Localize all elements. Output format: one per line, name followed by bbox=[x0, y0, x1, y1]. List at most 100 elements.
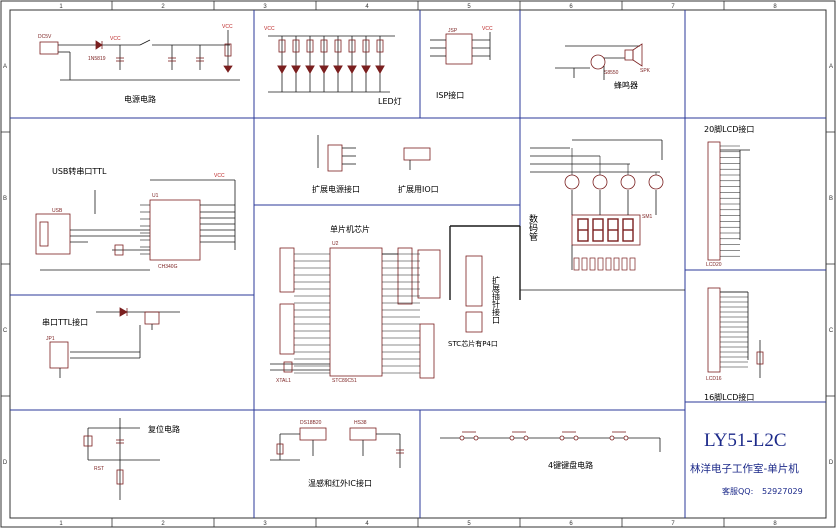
ext-power-title: 扩展电源接口 bbox=[312, 184, 360, 194]
border-col-label: 7 bbox=[671, 4, 675, 10]
led-diode bbox=[375, 65, 385, 75]
key-contact bbox=[609, 435, 615, 441]
led-resistor bbox=[292, 39, 300, 53]
hs38-label: HS38 bbox=[354, 420, 367, 426]
power-circuit-title: 电源电路 bbox=[124, 94, 156, 104]
reset-title: 复位电路 bbox=[148, 424, 180, 434]
digit-resistor bbox=[589, 257, 596, 271]
title-qq-number: 52927029 bbox=[762, 487, 803, 496]
lcd20-title: 20脚LCD接口 bbox=[704, 124, 754, 134]
led-vcc-label: VCC bbox=[264, 26, 275, 32]
usb-ttl-title: USB转串口TTL bbox=[52, 166, 107, 176]
mcu-xtal-label: XTAL1 bbox=[276, 378, 291, 384]
led-resistor bbox=[362, 39, 370, 53]
border-row-label: C bbox=[3, 328, 8, 334]
led-diode bbox=[319, 65, 329, 75]
border-col-label: 2 bbox=[161, 4, 165, 10]
temp-ir-title: 温感和红外IC接口 bbox=[308, 478, 372, 488]
usb-ttl-circuit bbox=[35, 179, 236, 271]
serial-jp1-label: JP1 bbox=[46, 336, 55, 342]
led-diode bbox=[361, 65, 371, 75]
title-qq-label: 客服QQ: bbox=[722, 486, 753, 496]
digit-ref-label: SM1 bbox=[642, 214, 653, 220]
border-row-label: A bbox=[3, 64, 7, 70]
border-col-label: 3 bbox=[263, 4, 267, 10]
lcd16-title: 16脚LCD接口 bbox=[704, 392, 754, 402]
border-col-label: 1 bbox=[59, 521, 63, 527]
key-contact bbox=[459, 435, 465, 441]
ext-io-title: 扩展用IO口 bbox=[398, 184, 439, 194]
digit-transistor bbox=[592, 174, 608, 190]
key-contact bbox=[623, 435, 629, 441]
key-switches bbox=[459, 431, 629, 441]
power-circuit bbox=[39, 30, 240, 81]
digit-transistor bbox=[620, 174, 636, 190]
digit-circuit bbox=[449, 139, 685, 300]
isp-title: ISP接口 bbox=[436, 90, 464, 100]
led-diode bbox=[305, 65, 315, 75]
digit-resistor bbox=[613, 257, 620, 271]
lcd16-pins bbox=[720, 291, 748, 368]
digit-transistor bbox=[564, 174, 580, 190]
border-col-label: 5 bbox=[467, 4, 471, 10]
key-contact bbox=[573, 435, 579, 441]
digit-resistor bbox=[573, 257, 580, 271]
led-diode bbox=[291, 65, 301, 75]
digit-transistor bbox=[648, 174, 664, 190]
buzzer-circuit bbox=[555, 43, 643, 80]
mcu-chip-label: STC89C51 bbox=[332, 378, 357, 384]
border-row-label: C bbox=[829, 328, 834, 334]
title-model: LY51-L2C bbox=[704, 430, 787, 451]
lcd16-circuit bbox=[707, 287, 764, 378]
ext-pins-circuit bbox=[465, 255, 483, 333]
border-col-label: 5 bbox=[467, 521, 471, 527]
serial-ttl-circuit bbox=[49, 307, 180, 378]
key-contact bbox=[559, 435, 565, 441]
mcu-title: 单片机芯片 bbox=[330, 224, 370, 234]
led-title: LED灯 bbox=[378, 96, 402, 106]
border-row-label: B bbox=[3, 196, 7, 202]
power-jack-label: DC5V bbox=[38, 34, 52, 40]
title-studio: 林洋电子工作室-单片机 bbox=[690, 462, 799, 475]
led-group bbox=[277, 36, 385, 92]
border-col-label: 1 bbox=[59, 4, 63, 10]
digit-transistors bbox=[564, 148, 664, 190]
diode-label: 1N5819 bbox=[88, 56, 106, 62]
border-row-label: B bbox=[829, 196, 833, 202]
isp-ref-label: JSP bbox=[448, 28, 458, 34]
section-dividers bbox=[10, 10, 826, 518]
usb-ref-label: U1 bbox=[152, 193, 159, 199]
usb-vcc-label: VCC bbox=[214, 173, 225, 179]
serial-ttl-title: 串口TTL接口 bbox=[42, 317, 88, 327]
digit-resistor bbox=[621, 257, 628, 271]
mcu-ref-label: U2 bbox=[332, 241, 339, 247]
lcd20-ref-label: LCD20 bbox=[706, 262, 722, 268]
isp-connector bbox=[430, 32, 491, 65]
keys-title: 4键键盘电路 bbox=[548, 460, 593, 470]
border-col-label: 6 bbox=[569, 4, 573, 10]
led-resistor bbox=[334, 39, 342, 53]
border-col-label: 4 bbox=[365, 4, 369, 10]
digit-resistor bbox=[629, 257, 636, 271]
led-resistor bbox=[376, 39, 384, 53]
digit-resistor bbox=[597, 257, 604, 271]
ext-pins-title: 扩展插针接口 bbox=[492, 275, 501, 324]
buzzer-title: 蜂鸣器 bbox=[614, 80, 638, 90]
mcu-pin-lines bbox=[294, 253, 420, 374]
border-row-label: D bbox=[829, 460, 834, 466]
ext-io-circuit bbox=[403, 147, 431, 170]
led-resistor bbox=[320, 39, 328, 53]
led-array bbox=[268, 35, 395, 93]
led-resistor bbox=[278, 39, 286, 53]
temp-ir-circuit bbox=[270, 427, 404, 468]
border-row-label: A bbox=[829, 64, 833, 70]
border-col-label: 6 bbox=[569, 521, 573, 527]
buzzer-q-label: S8550 bbox=[604, 70, 619, 76]
led-diode bbox=[347, 65, 357, 75]
mcu-circuit bbox=[270, 247, 441, 379]
usb-chip-pins bbox=[140, 204, 150, 255]
usb-connector-label: USB bbox=[52, 208, 63, 214]
led-diode bbox=[333, 65, 343, 75]
